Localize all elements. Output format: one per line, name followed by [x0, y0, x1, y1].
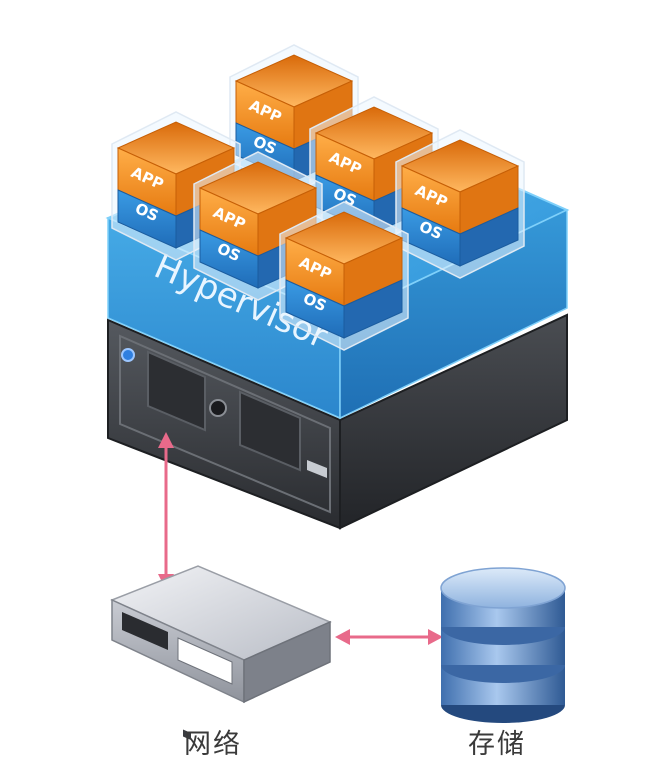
- network-switch: [110, 565, 332, 741]
- port-icon: [183, 729, 191, 741]
- server-button-icon: [209, 399, 227, 417]
- drive-slot-icon: [307, 460, 327, 478]
- server-chassis: [107, 313, 568, 530]
- network-label: 网络: [184, 729, 242, 760]
- storage-database: [440, 567, 566, 723]
- storage-label: 存储: [468, 729, 526, 760]
- power-led-icon: [121, 348, 135, 362]
- arrow-network-storage: [335, 629, 443, 645]
